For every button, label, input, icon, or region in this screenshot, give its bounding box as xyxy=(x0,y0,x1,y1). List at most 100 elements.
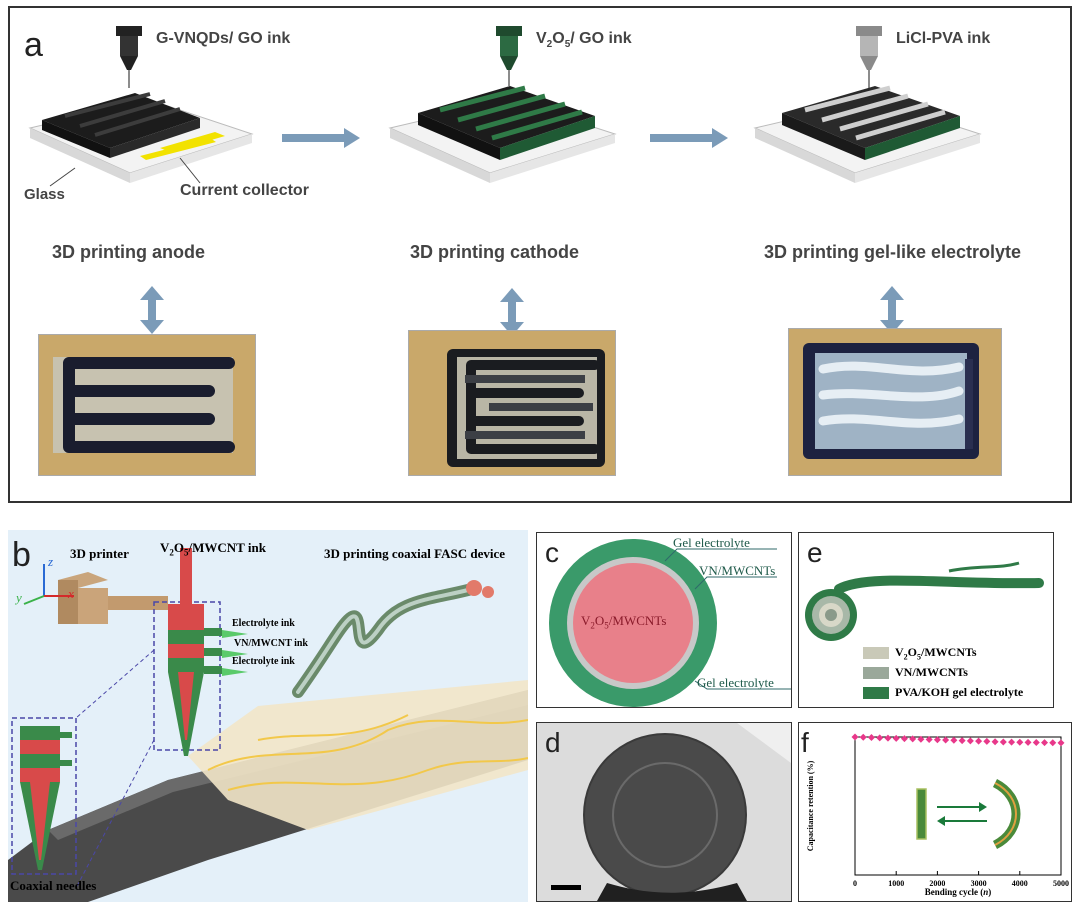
v-text: V xyxy=(536,30,547,47)
nozzle-icon xyxy=(116,26,142,88)
sub-2: 2 xyxy=(903,652,908,662)
double-arrow-icon xyxy=(500,288,524,336)
data-point xyxy=(859,733,867,741)
arrow-right-icon xyxy=(650,128,728,148)
suffix-text: /MWCNTs xyxy=(608,613,667,628)
cathode-photo xyxy=(408,330,616,476)
bent-fiber-icon xyxy=(992,778,1021,850)
data-point xyxy=(1049,739,1057,747)
data-point xyxy=(983,737,991,745)
double-arrow-icon xyxy=(140,286,164,334)
axis-x-label: x xyxy=(68,586,74,601)
electrolyte-photo xyxy=(788,328,1002,476)
x-tick-label: 0 xyxy=(853,879,857,888)
sub-2: 2 xyxy=(590,620,595,631)
v-text: V xyxy=(581,613,591,628)
x-tick-label: 5000 xyxy=(1053,879,1069,888)
x-axis-label: Bending cycle (n) xyxy=(925,887,992,897)
data-point xyxy=(925,735,933,743)
anode-ink-label: G-VNQDs/ GO ink xyxy=(156,30,291,47)
panel-f-letter: f xyxy=(801,727,809,758)
vn-mwcnt-label: VN/MWCNTs xyxy=(699,563,776,578)
data-point xyxy=(999,738,1007,746)
go-ink-text: GO ink xyxy=(579,30,632,47)
cathode-electrode xyxy=(418,85,595,160)
x-tick-label: 3000 xyxy=(971,879,987,888)
data-point xyxy=(1008,738,1016,746)
suffix-text: /MWCNT ink xyxy=(188,540,266,555)
panel-d-letter: d xyxy=(545,727,561,758)
sub-2: 2 xyxy=(546,39,553,51)
printer-head-icon xyxy=(58,572,168,624)
data-point xyxy=(876,734,884,742)
anode-photo xyxy=(38,334,256,476)
data-point xyxy=(1016,738,1024,746)
panel-a-letter: a xyxy=(24,26,43,64)
coaxial-needle-zoom-box xyxy=(11,717,77,875)
axis-y-label: y xyxy=(16,590,22,605)
suffix-text: /MWCNTs xyxy=(921,645,977,659)
legend-label-vn: VN/MWCNTs xyxy=(895,665,968,679)
nozzle-icon xyxy=(856,26,882,88)
panel-e: e V2O5/MWCNTs VN/MWCNTs PVA/KOH gel elec… xyxy=(798,532,1054,708)
electrolyte-ink-label: LiCl-PVA ink xyxy=(896,30,991,47)
data-point xyxy=(1024,738,1032,746)
nozzle-icon xyxy=(496,26,522,86)
printed-fabric xyxy=(188,680,528,830)
data-point xyxy=(1057,739,1065,747)
x-tick-label: 2000 xyxy=(929,879,945,888)
arrow-right-icon xyxy=(282,128,360,148)
data-point xyxy=(958,737,966,745)
coaxial-nozzle xyxy=(168,548,222,756)
arrow-right-head xyxy=(979,802,987,812)
glass-label: Glass xyxy=(24,186,65,203)
coaxial-printing-illustration xyxy=(8,530,528,902)
cathode-step-label: 3D printing cathode xyxy=(410,242,580,262)
data-point xyxy=(933,736,941,744)
data-point xyxy=(975,737,983,745)
bent-fiber-core xyxy=(994,782,1017,846)
o-text: O xyxy=(907,645,918,659)
data-point xyxy=(966,737,974,745)
coaxial-needles-label: Coaxial needles xyxy=(10,878,97,893)
coaxial-needle-section xyxy=(20,726,72,870)
sub-5: 5 xyxy=(564,39,571,51)
data-point xyxy=(867,734,875,742)
device-label: 3D printing coaxial FASC device xyxy=(324,546,506,561)
sub-2: 2 xyxy=(169,547,174,558)
double-arrow-icon xyxy=(880,286,904,334)
gel-electrolyte-top-label: Gel electrolyte xyxy=(673,535,750,550)
straight-fiber-icon xyxy=(916,788,927,840)
sub-5: 5 xyxy=(604,620,609,631)
panel-b: b z x y 3D printer V2O5/MWCNT ink 3D pri… xyxy=(8,530,528,902)
electrolyte-step-label: 3D printing gel-like electrolyte xyxy=(764,242,1022,262)
o-text: O xyxy=(594,613,605,628)
gel-electrolyte-bottom-label: Gel electrolyte xyxy=(697,675,774,690)
panel-c-letter: c xyxy=(545,537,559,568)
core-label: V2O5/MWCNTs xyxy=(581,613,666,631)
cathode-ink-label: V2O5/ GO ink xyxy=(536,30,632,50)
panel-d: d xyxy=(536,722,792,902)
panel-b-letter: b xyxy=(12,536,31,574)
anode-printing-illustration xyxy=(28,26,982,336)
anode-step-label: 3D printing anode xyxy=(52,242,205,262)
data-point xyxy=(950,736,958,744)
slash-text: / xyxy=(570,30,575,47)
vn-mwcnt-ink-label: VN/MWCNT ink xyxy=(234,638,308,649)
panel-a: a xyxy=(8,6,1072,503)
data-point xyxy=(917,735,925,743)
axis-z-label: z xyxy=(48,554,54,569)
arrow-left-head xyxy=(937,816,945,826)
core-circle xyxy=(573,563,693,683)
sem-image xyxy=(537,723,791,901)
data-point xyxy=(1032,739,1040,747)
data-point xyxy=(892,734,900,742)
sub-5: 5 xyxy=(917,652,922,662)
fiber-illustration xyxy=(805,561,1044,699)
data-point xyxy=(1041,739,1049,747)
v-text: V xyxy=(895,645,904,659)
panel-c: c Gel electrolyte VN/MWCNTs V2O5/MWCNTs … xyxy=(536,532,792,708)
ink-title-label: V2O5/MWCNT ink xyxy=(160,540,266,558)
data-point xyxy=(991,738,999,746)
